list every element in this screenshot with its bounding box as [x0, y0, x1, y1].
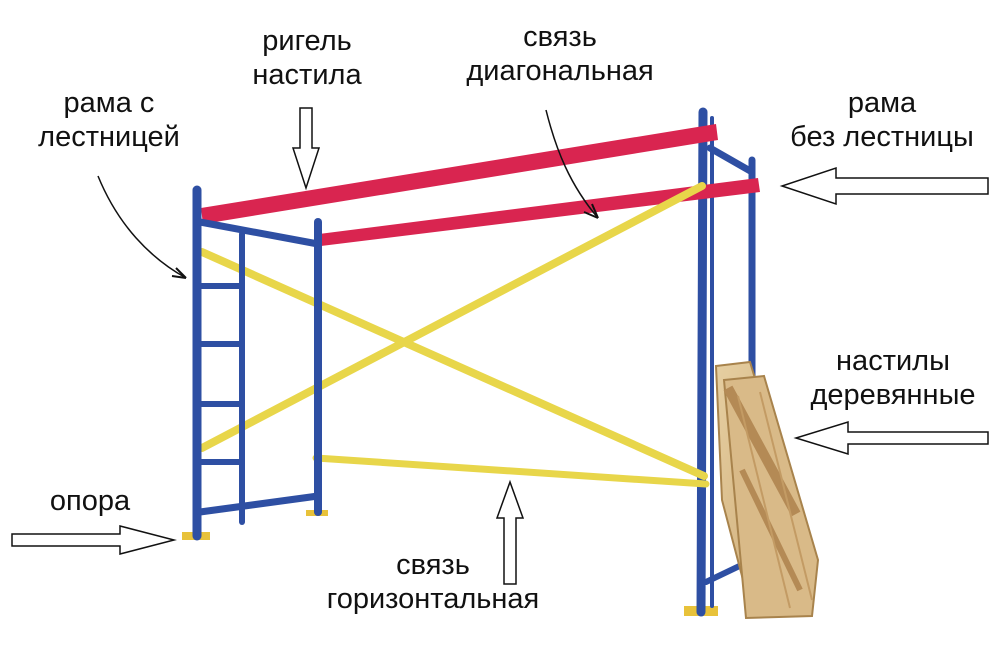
label-diagonal-brace: связь диагональная — [466, 21, 654, 87]
braces — [198, 182, 710, 488]
label-wooden-decks: настилы деревянные — [810, 345, 976, 411]
label-frame-with-ladder: рама с лестницей — [38, 87, 180, 153]
diagonal-brace-a — [198, 248, 708, 480]
right-arrow-support — [11, 525, 177, 555]
label-frame-without-ladder: рама без лестницы — [790, 87, 974, 153]
left-arrow-frame-without-ladder — [779, 166, 989, 206]
deck-beam-front — [201, 124, 718, 224]
diagonal-brace-b — [198, 182, 706, 452]
frame-with-ladder — [192, 185, 322, 541]
block-arrows — [11, 107, 989, 585]
left-arrow-wooden-decks — [793, 420, 989, 456]
deck-beam-back — [319, 178, 760, 246]
curved-arrow-diagonal — [545, 109, 599, 219]
up-arrow-horizontal-brace — [495, 479, 525, 585]
label-support: опора — [49, 485, 131, 517]
label-deck-beam: ригель настила — [252, 25, 362, 91]
down-arrow-deck-beam — [291, 107, 321, 191]
curved-arrow-frame-with-ladder — [97, 175, 187, 279]
label-horizontal-brace: связь горизонтальная — [326, 549, 540, 615]
horizontal-brace — [312, 454, 710, 488]
curved-pointer-arrows — [97, 109, 599, 279]
wooden-decks — [714, 360, 820, 620]
deck-beams — [201, 124, 760, 246]
